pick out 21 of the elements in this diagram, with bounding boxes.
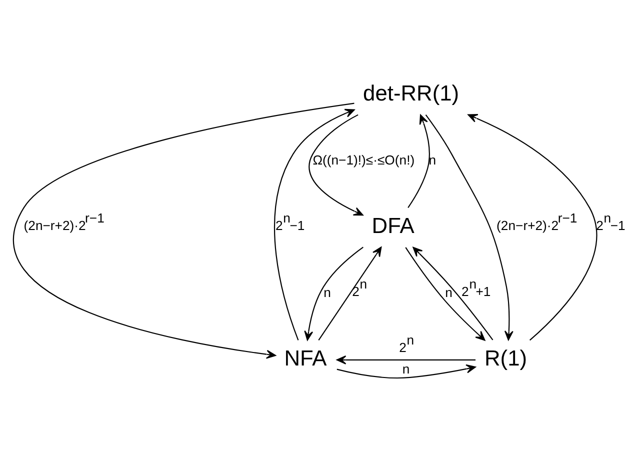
node-text: NFA	[284, 345, 327, 370]
arrow	[336, 355, 476, 364]
edge-label: n	[445, 285, 452, 300]
edge-label: n	[428, 152, 436, 168]
arrow	[408, 114, 430, 208]
arrow	[14, 102, 354, 359]
arrow	[425, 114, 514, 340]
node-text: det-RR(1)	[363, 80, 460, 106]
edge-label: n	[402, 362, 410, 377]
edge-label: n	[324, 285, 331, 300]
node-text: R(1)	[484, 345, 528, 370]
node-text: DFA	[372, 212, 414, 238]
arrow	[304, 246, 364, 341]
arrow	[336, 364, 476, 379]
arrow	[308, 114, 364, 216]
arrow	[405, 247, 486, 341]
arrow	[318, 246, 382, 340]
arrow	[274, 108, 355, 340]
arrow	[412, 246, 494, 340]
arrow	[468, 114, 598, 341]
edge-label: Ω((n−1)!)≤·≤O(n!)	[312, 152, 415, 168]
